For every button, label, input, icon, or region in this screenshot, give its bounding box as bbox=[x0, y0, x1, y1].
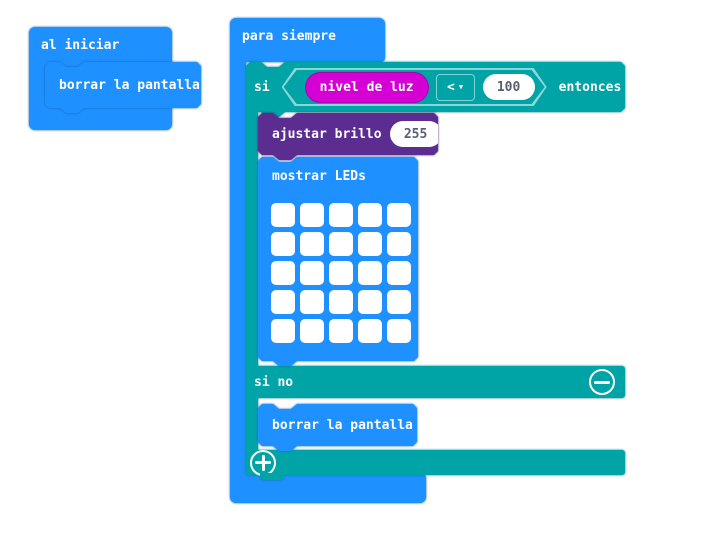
if-block-spine bbox=[246, 108, 258, 370]
led-cell[interactable] bbox=[271, 290, 295, 314]
led-cell[interactable] bbox=[358, 319, 382, 343]
set-brightness-label: ajustar brillo bbox=[272, 126, 382, 142]
show-leds-label: mostrar LEDs bbox=[272, 169, 366, 184]
else-spine bbox=[246, 396, 258, 452]
led-cell[interactable] bbox=[358, 232, 382, 256]
led-cell[interactable] bbox=[358, 203, 382, 227]
if-row[interactable]: si nivel de luz < ▼ 100 entonc bbox=[246, 62, 625, 117]
else-label: si no bbox=[254, 374, 294, 390]
led-cell[interactable] bbox=[329, 261, 353, 285]
led-cell[interactable] bbox=[329, 319, 353, 343]
forever-block-footer bbox=[230, 474, 426, 503]
on-start-label: al iniciar bbox=[41, 38, 120, 53]
operator-value: < bbox=[447, 79, 455, 95]
light-level-label: nivel de luz bbox=[319, 79, 414, 95]
clear-screen-block-else[interactable]: borrar la pantalla bbox=[258, 404, 417, 451]
led-cell[interactable] bbox=[300, 203, 324, 227]
threshold-input[interactable]: 100 bbox=[483, 74, 535, 100]
brightness-input[interactable]: 255 bbox=[390, 121, 442, 147]
forever-label: para siempre bbox=[242, 29, 336, 44]
threshold-value: 100 bbox=[496, 79, 521, 95]
led-cell[interactable] bbox=[387, 203, 411, 227]
led-cell[interactable] bbox=[387, 261, 411, 285]
clear-screen-label: borrar la pantalla bbox=[272, 417, 413, 433]
brightness-value: 255 bbox=[403, 126, 428, 142]
led-cell[interactable] bbox=[387, 290, 411, 314]
dropdown-arrow-icon: ▼ bbox=[458, 82, 464, 91]
light-level-reporter[interactable]: nivel de luz bbox=[306, 73, 428, 102]
condition-slot: nivel de luz < ▼ 100 bbox=[282, 68, 547, 106]
minus-circle-icon[interactable] bbox=[589, 369, 615, 395]
led-cell[interactable] bbox=[329, 203, 353, 227]
comparison-expression: nivel de luz < ▼ 100 bbox=[282, 68, 547, 106]
clear-screen-block[interactable]: borrar la pantalla bbox=[45, 62, 201, 113]
led-cell[interactable] bbox=[358, 261, 382, 285]
led-cell[interactable] bbox=[271, 261, 295, 285]
led-cell[interactable] bbox=[300, 319, 324, 343]
led-cell[interactable] bbox=[271, 319, 295, 343]
then-label: entonces bbox=[558, 79, 622, 95]
operator-dropdown[interactable]: < ▼ bbox=[436, 74, 475, 101]
plus-circle-icon[interactable] bbox=[250, 449, 276, 476]
clear-screen-label: borrar la pantalla bbox=[59, 77, 200, 93]
led-cell[interactable] bbox=[300, 261, 324, 285]
led-cell[interactable] bbox=[329, 232, 353, 256]
led-cell[interactable] bbox=[300, 232, 324, 256]
if-block-bottom-tab bbox=[260, 473, 284, 480]
set-brightness-block[interactable]: ajustar brillo 255 bbox=[258, 113, 438, 160]
if-block-footer bbox=[246, 449, 625, 476]
show-leds-block[interactable]: mostrar LEDs bbox=[258, 157, 418, 366]
led-cell[interactable] bbox=[271, 203, 295, 227]
forever-block-spine bbox=[230, 56, 246, 478]
forever-block-header[interactable]: para siempre bbox=[230, 18, 385, 62]
led-cell[interactable] bbox=[358, 290, 382, 314]
led-cell[interactable] bbox=[387, 319, 411, 343]
led-cell[interactable] bbox=[329, 290, 353, 314]
led-cell[interactable] bbox=[387, 232, 411, 256]
led-cell[interactable] bbox=[271, 232, 295, 256]
led-grid bbox=[271, 203, 411, 343]
led-cell[interactable] bbox=[300, 290, 324, 314]
else-row[interactable]: si no bbox=[246, 366, 625, 398]
if-label: si bbox=[254, 79, 270, 95]
